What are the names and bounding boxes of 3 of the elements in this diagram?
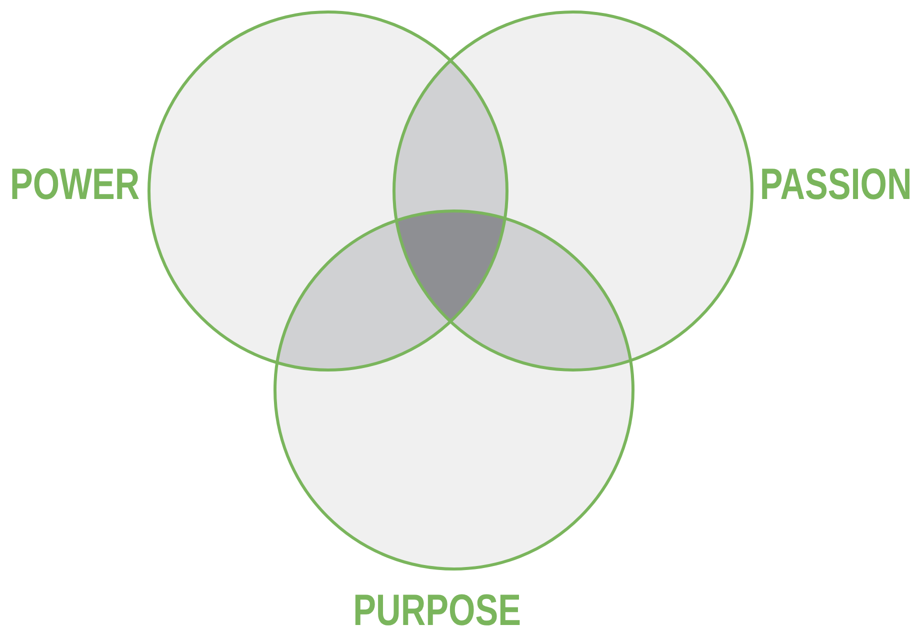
circle-label: PASSION <box>760 160 912 210</box>
circle-label: POWER <box>10 160 140 210</box>
circle-label: PURPOSE <box>353 586 521 631</box>
